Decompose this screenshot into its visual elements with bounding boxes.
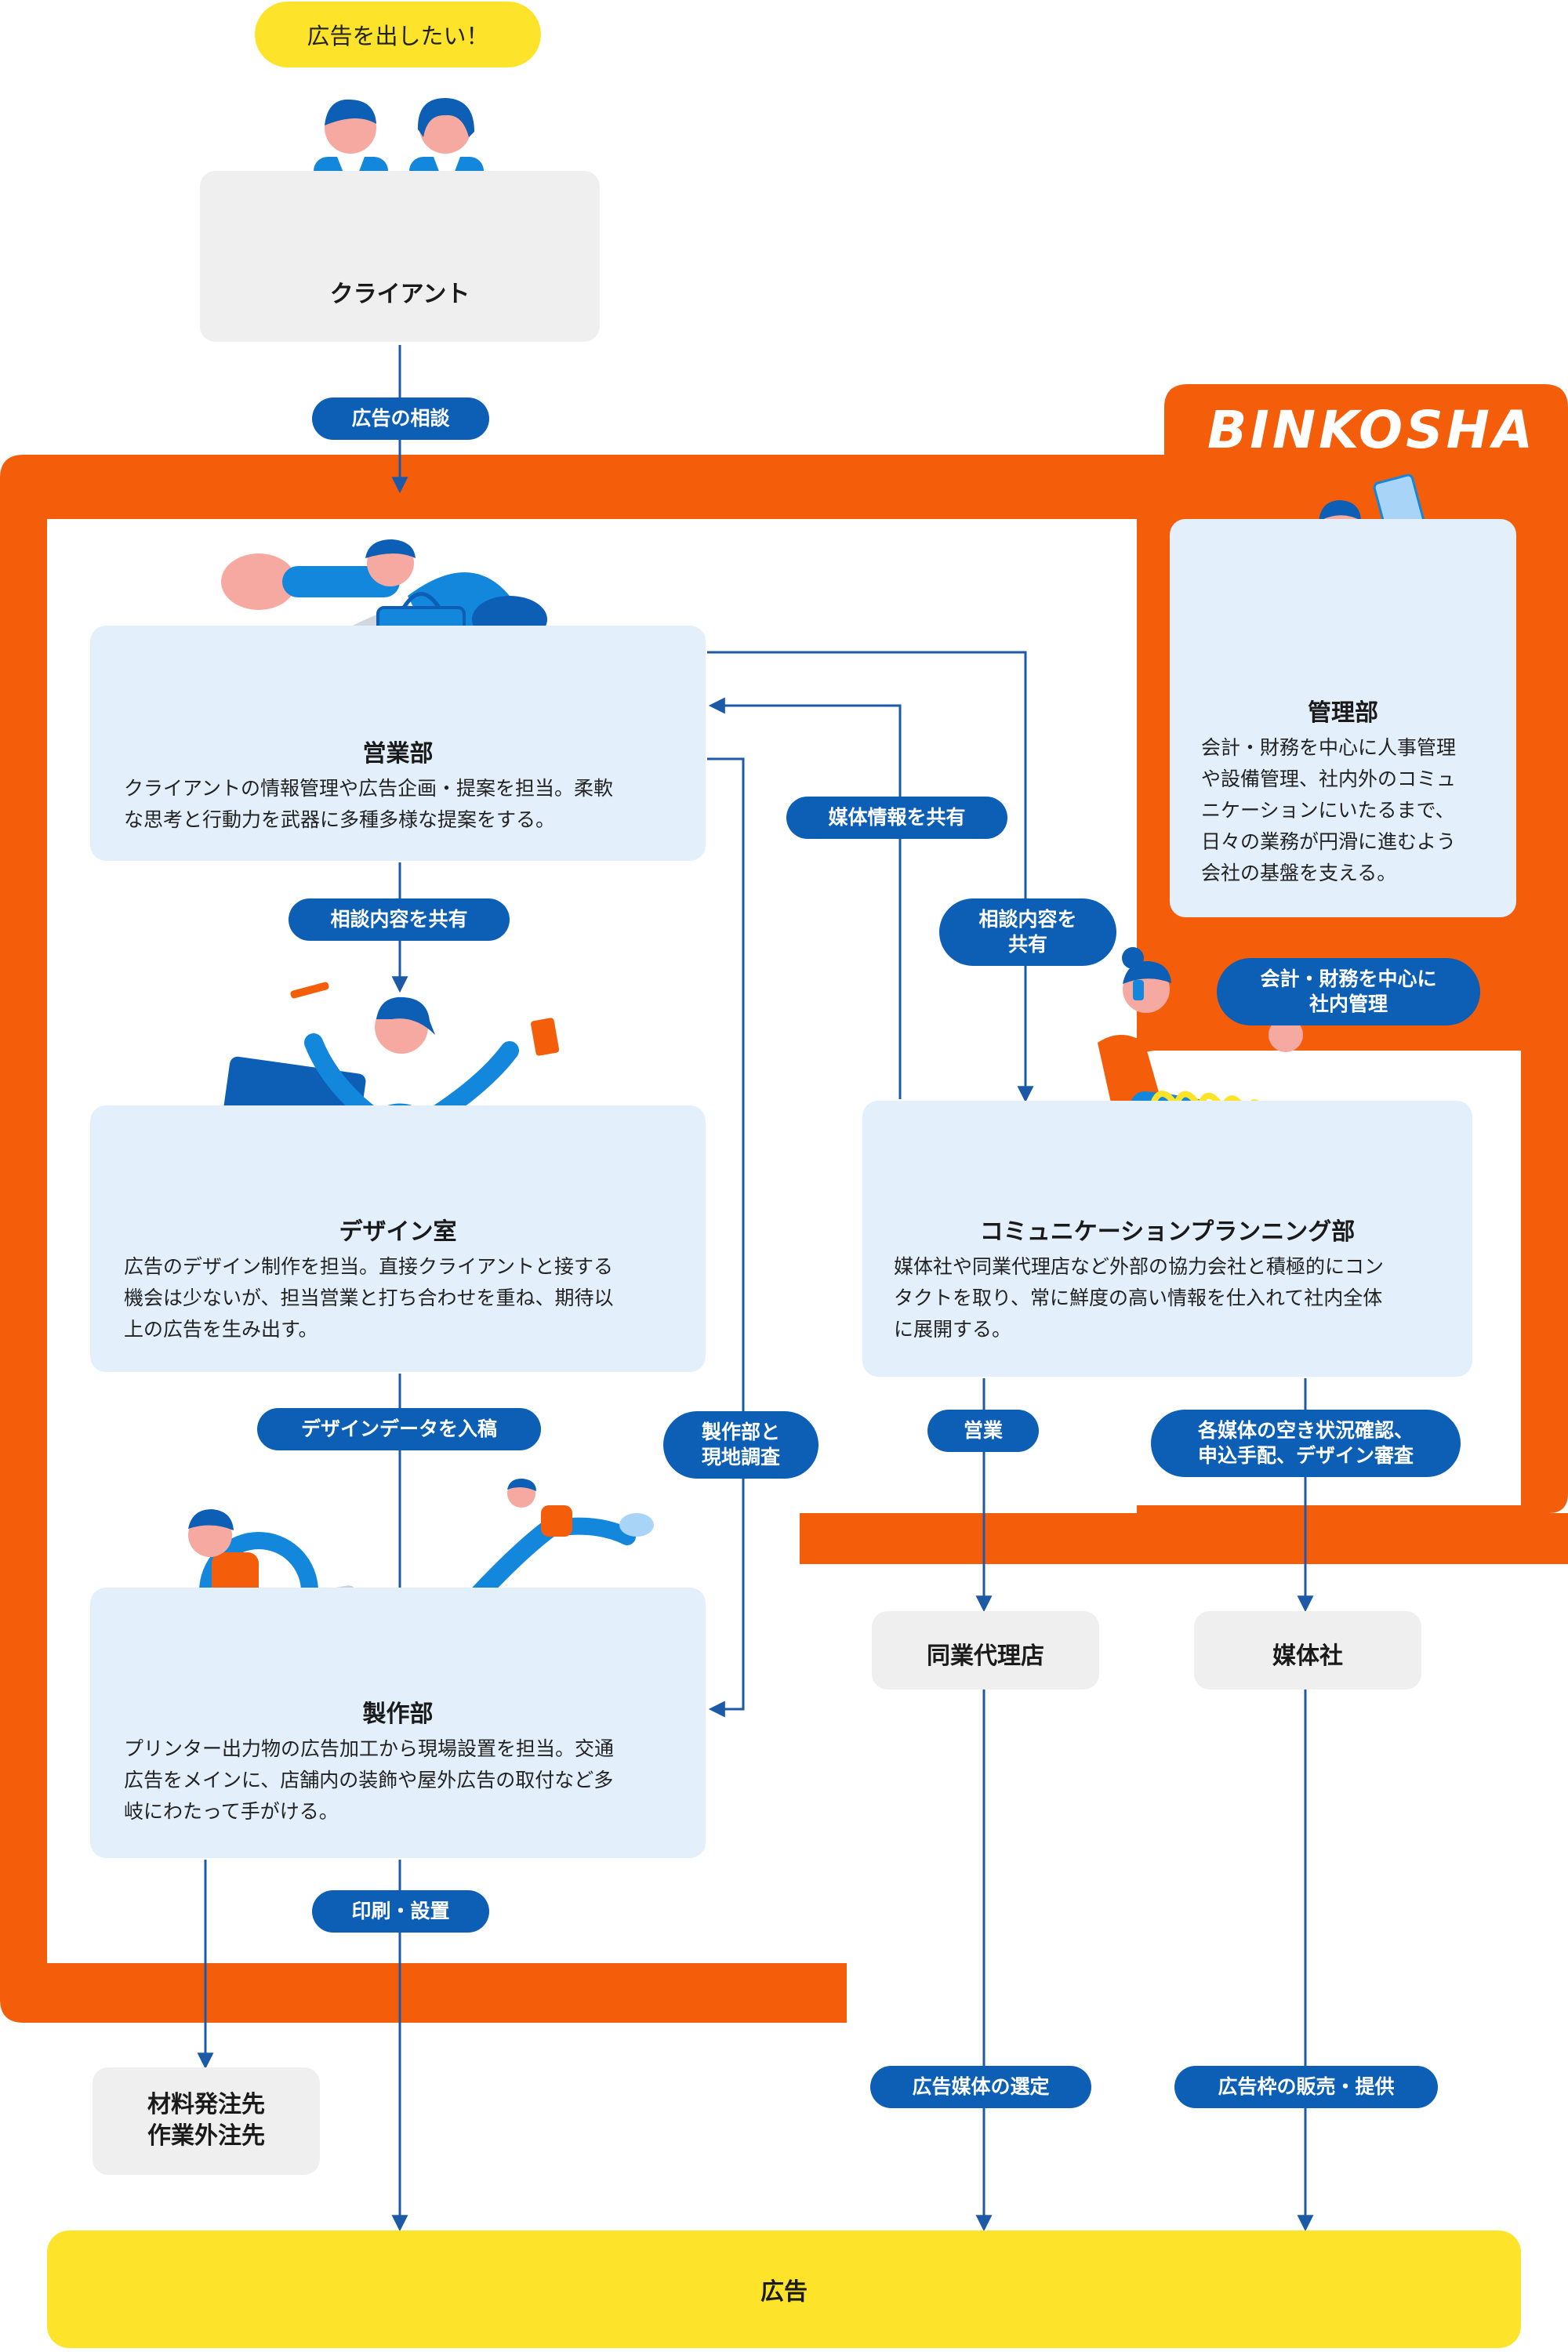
ad-bar: 広告: [47, 2230, 1521, 2348]
sales-box: 営業部 クライアントの情報管理や広告企画・提案を担当。柔軟 な思考と行動力を武器…: [90, 626, 706, 861]
line-comm-sales: [708, 697, 902, 1099]
company-logo: BINKOSHA: [1207, 400, 1536, 460]
pill-consultation: 広告の相談: [312, 397, 489, 440]
agency-box: 同業代理店: [872, 1611, 1099, 1690]
materials-title: 材料発注先 作業外注先: [147, 2091, 265, 2150]
media-title: 媒体社: [1272, 1642, 1343, 1670]
production-description: プリンター出力物の広告加工から現場設置を担当。交通 広告をメインに、店舗内の装飾…: [124, 1737, 615, 1823]
design-box: デザイン室 広告のデザイン制作を担当。直接クライアントと接する 機会は少ないが、…: [90, 1105, 706, 1372]
admin-box: 管理部 会計・財務を中心に人事管理 や設備管理、社内外のコミュ ニケーションにい…: [1170, 519, 1516, 917]
pill-select-media: 広告媒体の選定: [870, 2066, 1091, 2108]
ad-title: 広告: [760, 2278, 808, 2306]
frame-step: [800, 1513, 1568, 1564]
pill-accounting: 会計・財務を中心に 社内管理: [1217, 958, 1480, 1025]
pill-share-consult-comm: 相談内容を 共有: [939, 898, 1116, 966]
communication-box: コミュニケーションプランニング部 媒体社や同業代理店など外部の協力会社と積極的に…: [862, 1101, 1472, 1377]
pill-sell-slots: 広告枠の販売・提供: [1174, 2066, 1438, 2108]
production-title: 製作部: [362, 1700, 434, 1728]
client-box: クライアント: [200, 171, 600, 342]
sales-description: クライアントの情報管理や広告企画・提案を担当。柔軟 な思考と行動力を武器に多種多…: [124, 777, 614, 831]
pill-sales-short: 営業: [927, 1410, 1039, 1452]
pill-design-data: デザインデータを入稿: [257, 1408, 541, 1450]
sales-title: 営業部: [362, 740, 434, 768]
pill-share-consult: 相談内容を共有: [289, 898, 510, 941]
company-inner-notch: [800, 1507, 847, 1963]
production-box: 製作部 プリンター出力物の広告加工から現場設置を担当。交通 広告をメインに、店舗…: [90, 1588, 706, 1858]
design-description: 広告のデザイン制作を担当。直接クライアントと接する 機会は少ないが、担当営業と打…: [124, 1255, 614, 1341]
pill-media-tasks: 各媒体の空き状況確認、 申込手配、デザイン審査: [1151, 1410, 1461, 1477]
line-sales-production: [707, 757, 745, 1718]
communication-title: コミュニケーションプランニング部: [979, 1218, 1356, 1246]
pill-production-survey: 製作部と 現地調査: [663, 1411, 818, 1479]
media-box: 媒体社: [1194, 1611, 1421, 1690]
agency-title: 同業代理店: [927, 1642, 1044, 1670]
speech-bubble-text: 広告を出したい！: [307, 23, 489, 49]
design-title: デザイン室: [339, 1218, 457, 1246]
admin-description: 会計・財務を中心に人事管理 や設備管理、社内外のコミュ ニケーションにいたるまで…: [1201, 736, 1457, 884]
speech-bubble: 広告を出したい！: [255, 2, 541, 67]
admin-title: 管理部: [1308, 699, 1378, 727]
communication-description: 媒体社や同業代理店など外部の協力会社と積極的にコン タクトを取り、常に鮮度の高い…: [894, 1255, 1385, 1341]
pill-print-install: 印刷・設置: [312, 1890, 489, 1933]
pill-share-media: 媒体情報を共有: [786, 797, 1007, 839]
materials-box: 材料発注先 作業外注先: [93, 2067, 320, 2175]
client-title: クライアント: [329, 281, 470, 308]
